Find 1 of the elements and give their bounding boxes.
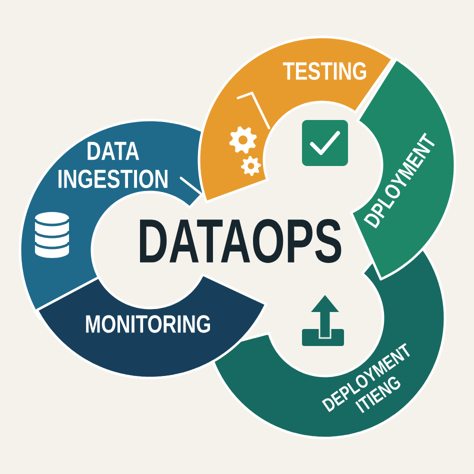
curved-band: MONITORING [36,273,268,380]
